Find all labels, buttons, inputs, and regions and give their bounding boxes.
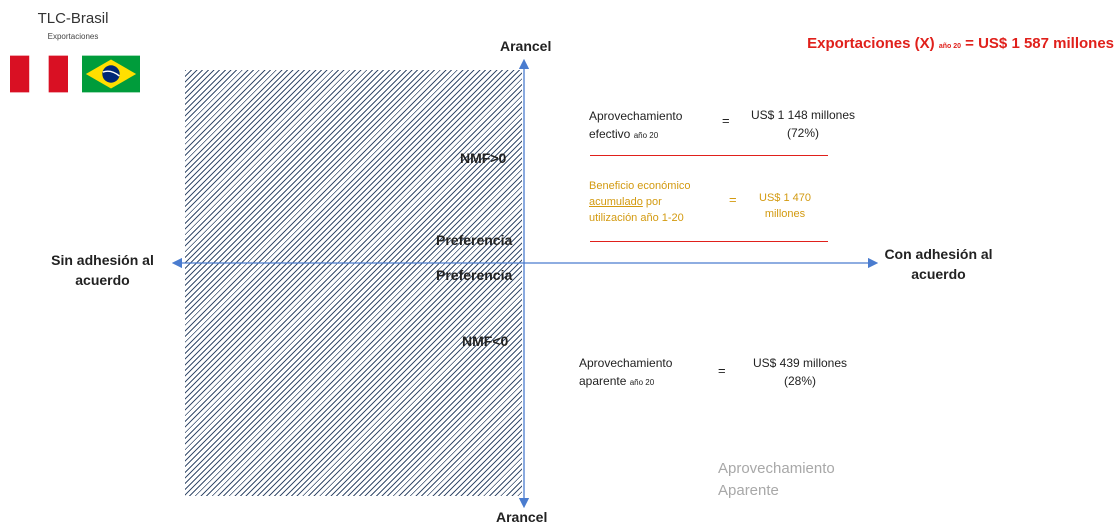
- header-subtitle: Exportaciones: [47, 32, 99, 41]
- x-axis-label-left: Sin adhesión al acuerdo: [51, 252, 154, 288]
- beneficio-line2-rest: por: [642, 196, 662, 208]
- beneficio-line3: utilización año 1-20: [589, 212, 684, 224]
- hatched-region: [185, 70, 522, 496]
- efectivo-value-line2: (72%): [786, 126, 819, 140]
- beneficio-equals: =: [729, 192, 737, 207]
- brazil-flag-icon: [82, 55, 140, 93]
- legend-line1: Aprovechamiento: [718, 460, 835, 477]
- beneficio-value-line1: US$ 1 470: [759, 192, 811, 204]
- efectivo-value-line1: US$ 1 148 millones: [750, 108, 856, 122]
- export-total-year: año 20: [938, 43, 961, 50]
- nmf-negative-label: NMF<0: [462, 333, 509, 349]
- y-axis-label-top: Arancel: [500, 38, 552, 54]
- header-title: TLC-Brasil: [37, 10, 109, 27]
- aparente-label: Aprovechamiento aparente año 20: [579, 354, 672, 392]
- efectivo-line2: efectivo: [589, 127, 631, 141]
- preferencia-top-label: Preferencia: [436, 232, 513, 248]
- aparente-line1: Aprovechamiento: [579, 356, 673, 370]
- nmf-positive-label: NMF>0: [460, 150, 507, 166]
- aparente-value: US$ 439 millones (28%): [735, 354, 865, 390]
- beneficio-value-line2: millones: [764, 208, 806, 220]
- efectivo-line1: Aprovechamiento: [589, 109, 683, 123]
- aparente-value-line1: US$ 439 millones: [752, 356, 848, 370]
- export-total: Exportaciones (X) año 20 = US$ 1 587 mil…: [807, 35, 1114, 52]
- beneficio-value: US$ 1 470 millones: [745, 190, 825, 222]
- x-axis-label-right: Con adhesión al acuerdo: [884, 246, 993, 282]
- aparente-line2: aparente: [579, 374, 627, 388]
- peru-flag-icon: [10, 55, 68, 93]
- aparente-value-line2: (28%): [783, 374, 816, 388]
- aparente-equals: =: [718, 363, 726, 378]
- separator-line-bottom: [590, 241, 828, 242]
- preferencia-bottom-label: Preferencia: [436, 267, 513, 283]
- export-total-value: = US$ 1 587 millones: [965, 35, 1114, 52]
- separator-line-top: [590, 155, 828, 156]
- efectivo-value: US$ 1 148 millones (72%): [738, 106, 868, 142]
- legend-label: Aprovechamiento Aparente: [718, 458, 835, 502]
- legend-line2: Aparente: [718, 482, 779, 499]
- efectivo-label: Aprovechamiento efectivo año 20: [589, 107, 682, 145]
- export-total-prefix: Exportaciones (X): [807, 35, 935, 52]
- aparente-year: año 20: [629, 378, 655, 387]
- beneficio-line2-underlined: acumulado: [589, 196, 643, 208]
- efectivo-equals: =: [722, 113, 730, 128]
- efectivo-year: año 20: [633, 131, 659, 140]
- beneficio-line1: Beneficio económico: [589, 180, 691, 192]
- y-axis-label-bottom: Arancel: [496, 509, 548, 525]
- beneficio-label: Beneficio económico acumulado por utiliz…: [589, 178, 691, 226]
